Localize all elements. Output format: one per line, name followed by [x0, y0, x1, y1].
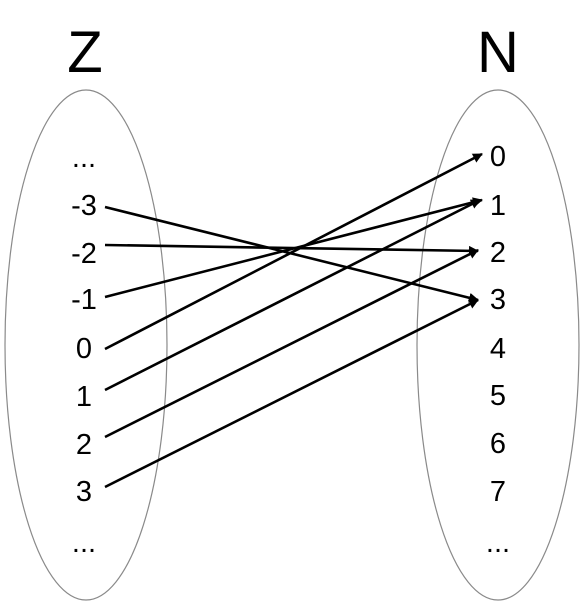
right-element: 0: [490, 141, 506, 173]
right-element: ...: [486, 527, 510, 559]
right-element: 2: [490, 237, 506, 269]
left-element: 3: [76, 476, 92, 508]
right-element: 1: [490, 190, 506, 222]
left-element: 0: [76, 333, 92, 365]
mapping-arrow-3-to-3: [104, 298, 479, 489]
right-set-oval: [416, 89, 580, 601]
right-element: 6: [490, 428, 506, 460]
left-element: -1: [71, 284, 97, 316]
mapping-arrow-0-to-0: [104, 152, 483, 351]
left-set-title: Z: [67, 20, 102, 85]
left-set-elements: ... -3 -2 -1 0 1 2 3 ...: [71, 142, 97, 559]
left-element: 2: [76, 429, 92, 461]
left-element: ...: [72, 142, 96, 174]
right-element: 5: [490, 380, 506, 412]
mapping-arrow-neg1-to-1: [104, 197, 483, 299]
right-set-title: N: [477, 20, 519, 85]
right-element: 7: [490, 476, 506, 508]
right-element: 4: [490, 333, 506, 365]
right-set-elements: 0 1 2 3 4 5 6 7 ...: [486, 141, 510, 559]
left-element: -2: [71, 238, 97, 270]
mapping-arrow-2-to-2: [104, 248, 479, 439]
left-element: 1: [76, 381, 92, 413]
right-element: 3: [490, 284, 506, 316]
left-element: ...: [72, 527, 96, 559]
left-element: -3: [71, 190, 97, 222]
left-set-oval: [4, 89, 168, 601]
mapping-arrow-1-to-1: [104, 198, 481, 392]
mapping-arrows: [104, 152, 483, 489]
